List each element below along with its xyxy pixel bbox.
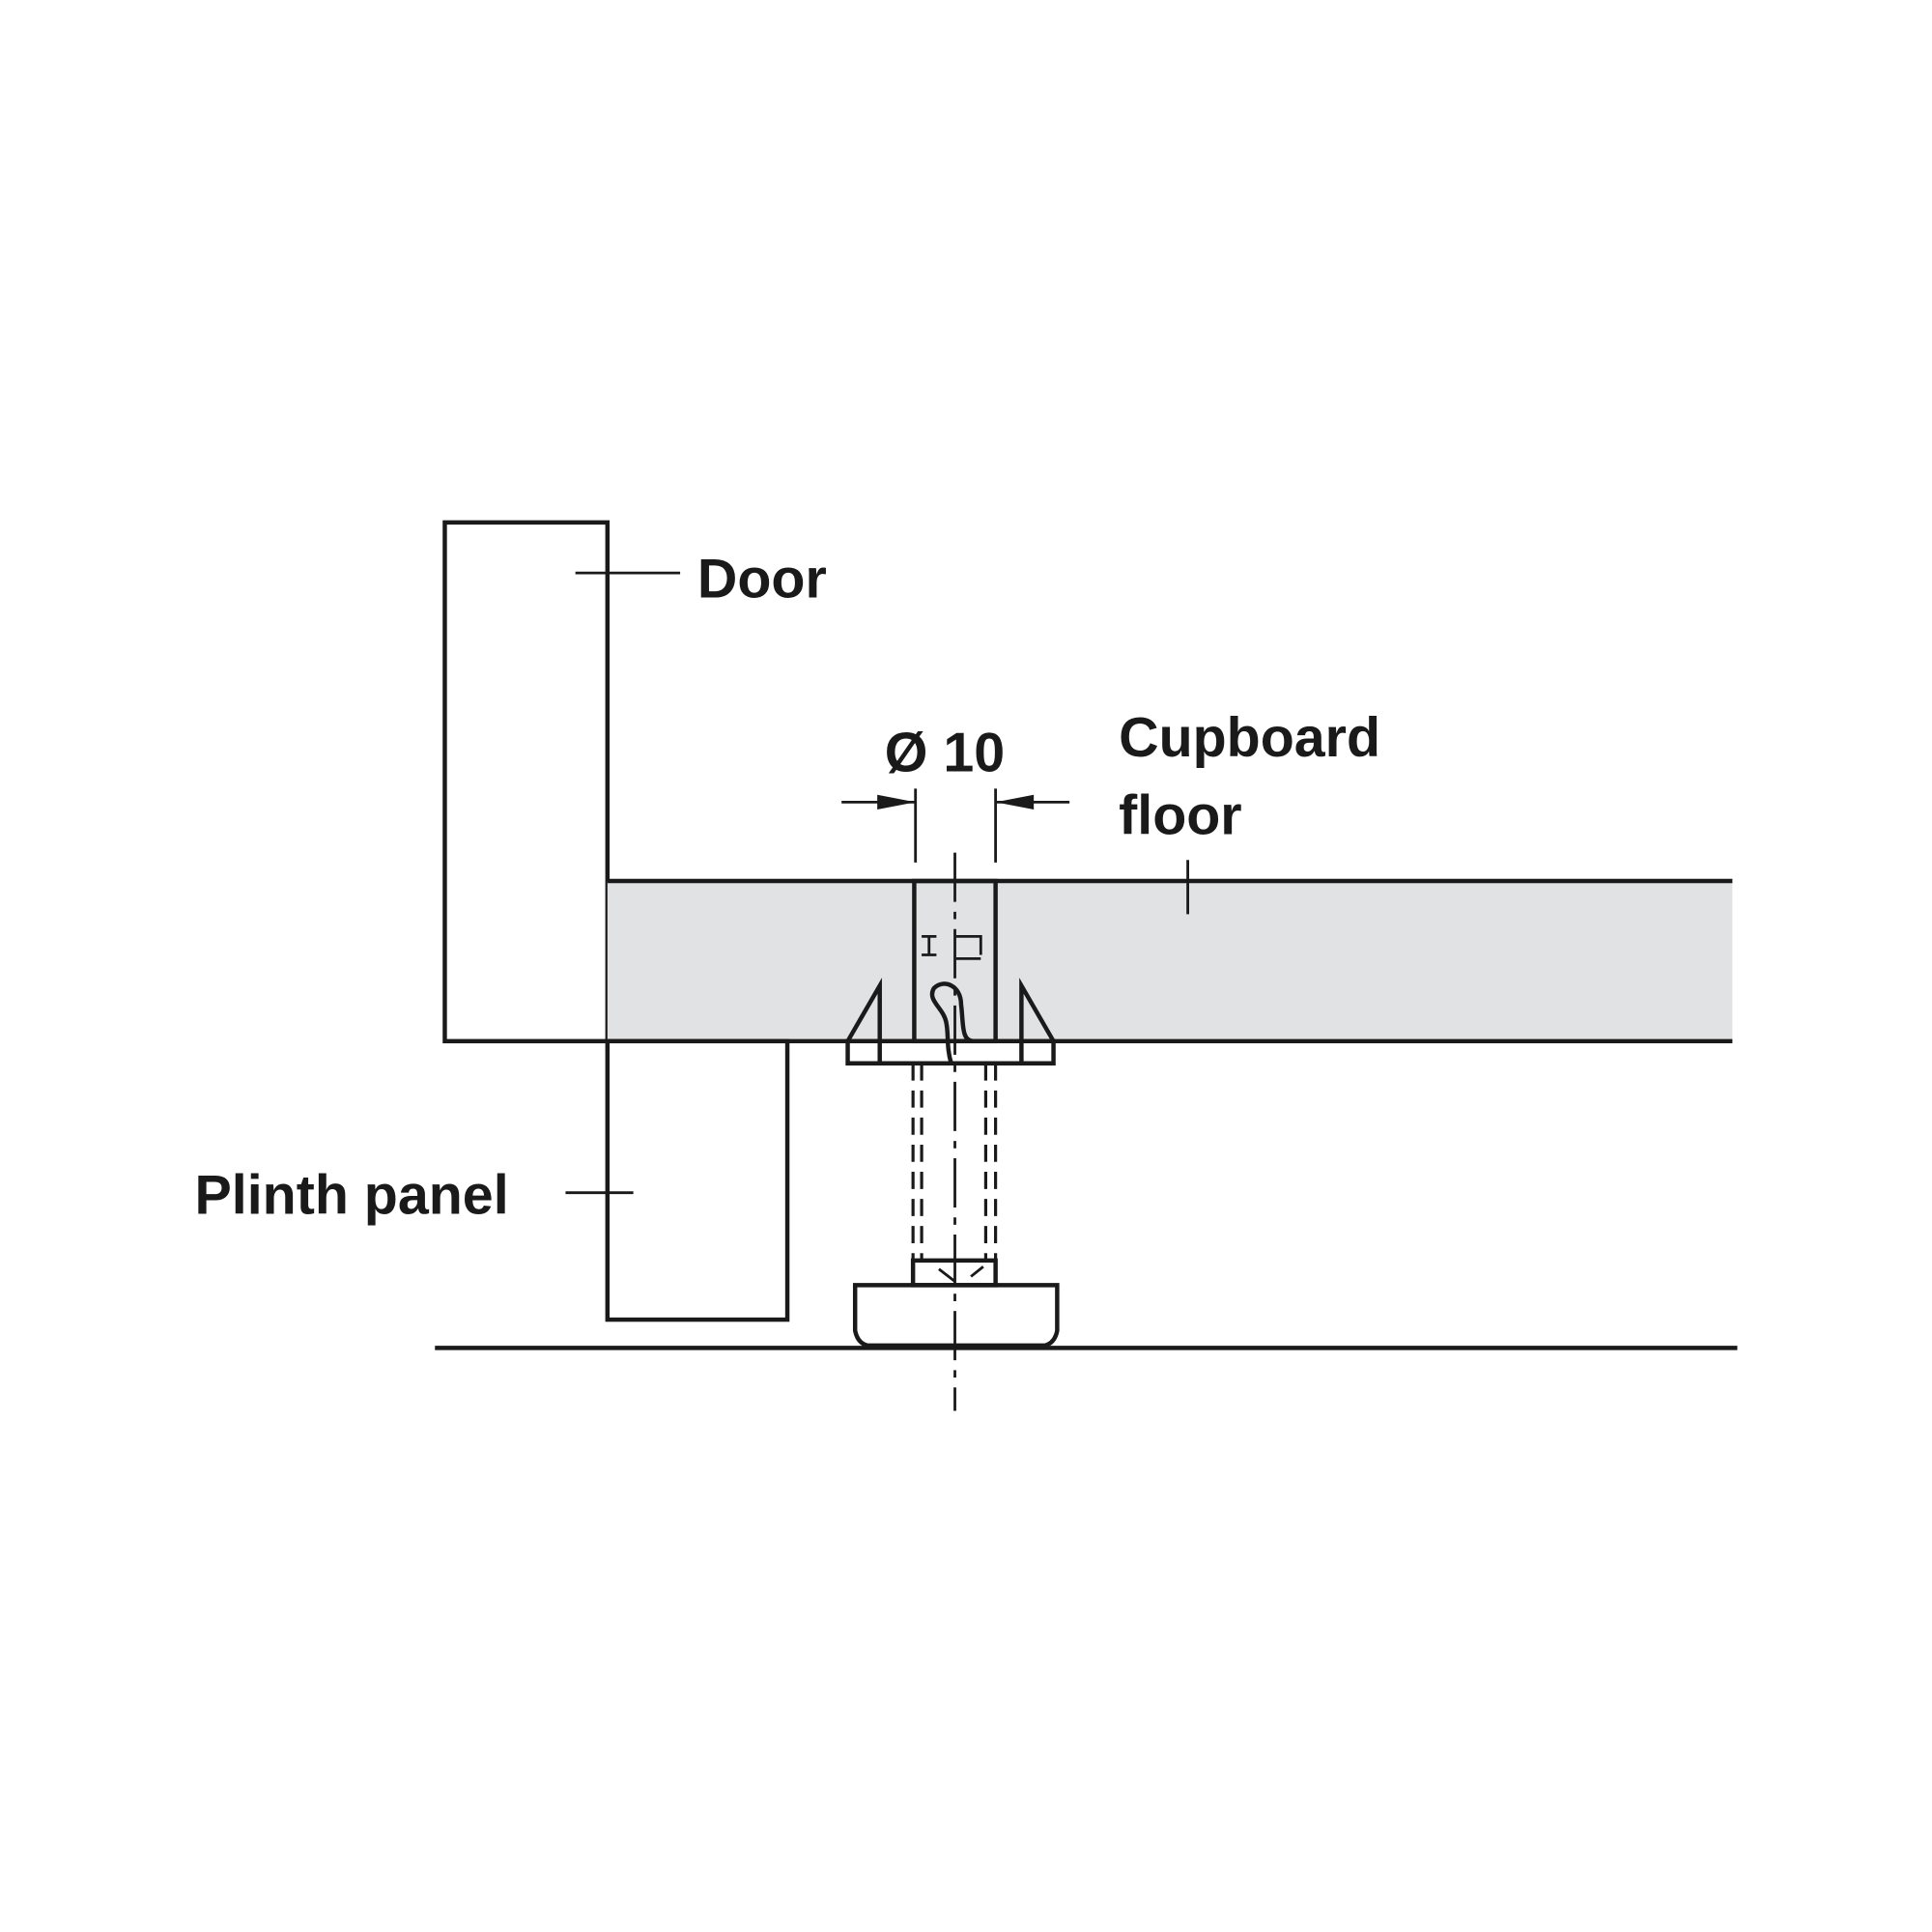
diameter-dimension xyxy=(841,788,1070,863)
plinth-clip xyxy=(845,978,1056,1065)
cupboard-floor-panel xyxy=(607,880,1733,1041)
door-label: Door xyxy=(697,549,827,611)
leveling-foot xyxy=(852,1283,1060,1349)
cupboard-floor-label-line2: floor xyxy=(1119,785,1241,847)
plinth-panel-label: Plinth panel xyxy=(195,1164,509,1226)
door-panel xyxy=(442,520,611,1044)
diameter-label: Ø 10 xyxy=(885,722,1005,783)
cupboard-floor-label-line1: Cupboard xyxy=(1119,707,1380,769)
plinth-panel xyxy=(605,1038,790,1322)
